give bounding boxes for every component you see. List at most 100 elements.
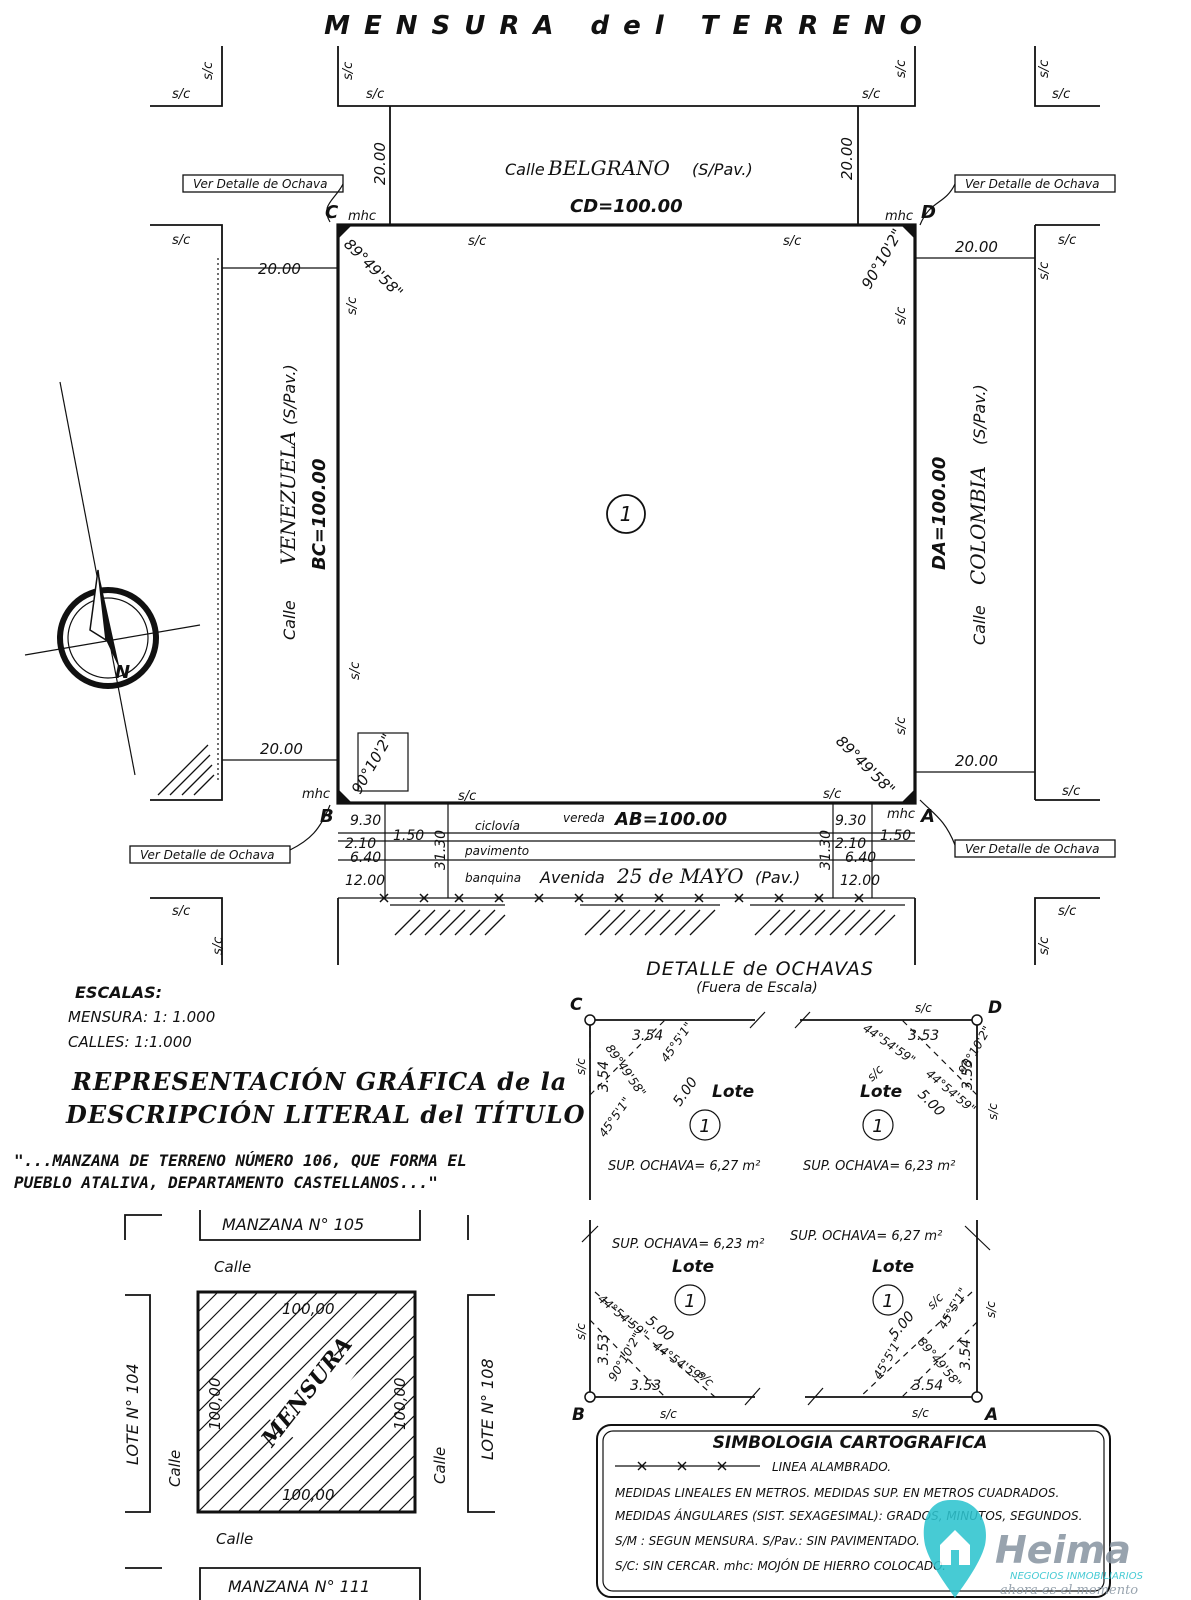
svg-text:Calle: Calle	[505, 160, 545, 179]
svg-text:3.54: 3.54	[912, 1378, 943, 1394]
north-label: N	[115, 662, 130, 683]
svg-text:s/c: s/c	[366, 87, 384, 102]
svg-text:Heima: Heima	[995, 1528, 1131, 1572]
svg-text:20.00: 20.00	[838, 137, 856, 180]
svg-text:100,00: 100,00	[282, 1486, 335, 1504]
svg-text:s/c: s/c	[1037, 937, 1052, 955]
svg-text:s/c: s/c	[468, 234, 486, 249]
calle-west-label: Calle	[166, 1450, 184, 1487]
svg-text:s/c: s/c	[348, 662, 363, 680]
svg-text:3.53: 3.53	[596, 1334, 612, 1365]
svg-text:LINEA ALAMBRADO.: LINEA ALAMBRADO.	[772, 1460, 891, 1474]
svg-text:s/c: s/c	[345, 297, 360, 315]
svg-text:s/c: s/c	[924, 1290, 946, 1312]
svg-text:Ver Detalle de Ochava: Ver Detalle de Ochava	[965, 177, 1099, 191]
svg-text:SIMBOLOGIA CARTOGRAFICA: SIMBOLOGIA CARTOGRAFICA	[713, 1433, 988, 1453]
heima-logo: Heima NEGOCIOS INMOBILIARIOS ahora es el…	[923, 1500, 1144, 1598]
svg-text:6.40: 6.40	[845, 850, 876, 866]
street-belgrano-label: Calle BELGRANO (S/Pav.)	[505, 156, 753, 180]
svg-text:s/c: s/c	[783, 234, 801, 249]
svg-text:s/c: s/c	[984, 1301, 998, 1318]
svg-text:ahora es el momento: ahora es el momento	[1000, 1583, 1138, 1598]
svg-text:Lote: Lote	[860, 1082, 902, 1102]
escalas-block: ESCALAS: MENSURA: 1: 1.000 CALLES: 1:1.0…	[68, 983, 215, 1051]
svg-text:s/c: s/c	[823, 787, 841, 802]
svg-text:3.53: 3.53	[960, 1059, 976, 1090]
street-lines	[217, 105, 1035, 780]
svg-text:s/c: s/c	[341, 62, 356, 80]
svg-text:B: B	[572, 1405, 585, 1425]
svg-text:2.10: 2.10	[835, 836, 866, 852]
ver-detalle-callouts: Ver Detalle de Ochava Ver Detalle de Och…	[129, 174, 1116, 864]
svg-text:100,00: 100,00	[282, 1300, 335, 1318]
svg-text:CALLES: 1:1.000: CALLES: 1:1.000	[68, 1033, 192, 1051]
ciclovia-label: ciclovía	[475, 819, 520, 833]
svg-text:(Pav.): (Pav.)	[755, 868, 800, 887]
svg-text:s/c: s/c	[864, 1062, 886, 1084]
svg-text:6.40: 6.40	[350, 850, 381, 866]
svg-text:89°49'58": 89°49'58"	[832, 732, 898, 798]
svg-text:S/C: SIN CERCAR. mhc: MOJÓN D: S/C: SIN CERCAR. mhc: MOJÓN DE HIERRO CO…	[615, 1558, 946, 1573]
lote-108-label: LOTE N° 108	[478, 1358, 497, 1460]
sc-labels: s/c s/c s/c s/c s/c s/c s/c s/c s/c s/c …	[172, 60, 1080, 955]
plan-title: MENSURA del TERRENO	[324, 11, 936, 41]
svg-text:s/c: s/c	[894, 307, 909, 325]
avenue-dimensions: 9.30 1.50 2.10 6.40 12.00 31.30 9.30 1.5…	[345, 813, 911, 889]
svg-text:s/c: s/c	[172, 233, 190, 248]
svg-text:PUEBLO ATALIVA, DEPARTAMENTO C: PUEBLO ATALIVA, DEPARTAMENTO CASTELLANOS…	[14, 1173, 438, 1192]
svg-text:Lote: Lote	[712, 1082, 754, 1102]
ochavas-detail: DETALLE de OCHAVAS (Fuera de Escala) C 3…	[570, 958, 1002, 1425]
corner-ochavas	[338, 225, 915, 803]
street-colombia-label: Calle COLOMBIA (S/Pav.)	[966, 384, 990, 645]
svg-text:9.30: 9.30	[350, 813, 381, 829]
svg-text:45°5'1": 45°5'1"	[870, 1335, 905, 1381]
mhc-labels: mhc mhc mhc mhc	[302, 209, 915, 822]
svg-text:mhc: mhc	[885, 209, 913, 224]
svg-text:1.50: 1.50	[393, 828, 424, 844]
svg-text:MENSURA: 1: 1.000: MENSURA: 1: 1.000	[68, 1008, 215, 1026]
street-width-dims: 20.00 20.00 20.00 20.00 20.00 20.00	[258, 137, 998, 770]
svg-text:s/c: s/c	[894, 60, 909, 78]
svg-text:(S/Pav.): (S/Pav.)	[280, 364, 299, 425]
svg-text:REPRESENTACIÓN GRÁFICA de la: REPRESENTACIÓN GRÁFICA de la	[71, 1067, 567, 1096]
svg-text:5.00: 5.00	[670, 1075, 701, 1110]
svg-text:"...MANZANA DE TERRENO NÚMERO: "...MANZANA DE TERRENO NÚMERO 106, QUE F…	[14, 1151, 467, 1170]
svg-text:VENEZUELA: VENEZUELA	[276, 431, 300, 565]
svg-text:9.30: 9.30	[835, 813, 866, 829]
svg-text:s/c: s/c	[1052, 87, 1070, 102]
title-quote: "...MANZANA DE TERRENO NÚMERO 106, QUE F…	[14, 1151, 467, 1192]
svg-text:20.00: 20.00	[260, 740, 303, 758]
svg-text:Lote: Lote	[672, 1257, 714, 1277]
svg-text:NEGOCIOS INMOBILIARIOS: NEGOCIOS INMOBILIARIOS	[1010, 1571, 1144, 1582]
lote-104-label: LOTE N° 104	[123, 1363, 142, 1465]
ochava-b: B 3.53 3.53 44°54'59" 90°10'2" 44°54'59"…	[572, 1220, 764, 1425]
banquina-label: banquina	[465, 871, 521, 885]
side-ab-label: AB=100.00	[613, 809, 727, 830]
svg-text:BELGRANO: BELGRANO	[547, 156, 670, 180]
svg-text:s/c: s/c	[915, 1001, 932, 1015]
svg-text:s/c: s/c	[172, 904, 190, 919]
ochava-c: C 3.54 3.54 89°49'58" 45°5'1" 45°5'1" 5.…	[570, 995, 766, 1200]
calle-north-label: Calle	[214, 1258, 251, 1276]
svg-text:mhc: mhc	[348, 209, 376, 224]
svg-text:90°10'2": 90°10'2"	[348, 731, 397, 797]
svg-text:3.54: 3.54	[632, 1028, 663, 1044]
representacion-heading: REPRESENTACIÓN GRÁFICA de la DESCRIPCIÓN…	[65, 1067, 585, 1129]
svg-text:3.54: 3.54	[596, 1061, 612, 1092]
svg-text:s/c: s/c	[862, 87, 880, 102]
street-venezuela-label: Calle VENEZUELA (S/Pav.)	[276, 364, 300, 640]
svg-text:s/c: s/c	[660, 1407, 677, 1421]
svg-text:3.53: 3.53	[630, 1378, 661, 1394]
pavimento-label: pavimento	[464, 844, 529, 858]
svg-text:3.54: 3.54	[958, 1339, 974, 1370]
svg-text:mhc: mhc	[887, 807, 915, 822]
svg-text:Ver Detalle de Ochava: Ver Detalle de Ochava	[193, 177, 327, 191]
svg-text:20.00: 20.00	[955, 238, 998, 256]
svg-text:s/c: s/c	[574, 1323, 588, 1340]
svg-text:31.30: 31.30	[818, 830, 834, 870]
svg-text:s/c: s/c	[574, 1058, 588, 1075]
svg-text:1: 1	[620, 502, 633, 526]
svg-text:s/c: s/c	[211, 937, 226, 955]
svg-text:SUP. OCHAVA= 6,23 m²: SUP. OCHAVA= 6,23 m²	[803, 1159, 955, 1174]
angle-detail-box	[357, 732, 409, 792]
